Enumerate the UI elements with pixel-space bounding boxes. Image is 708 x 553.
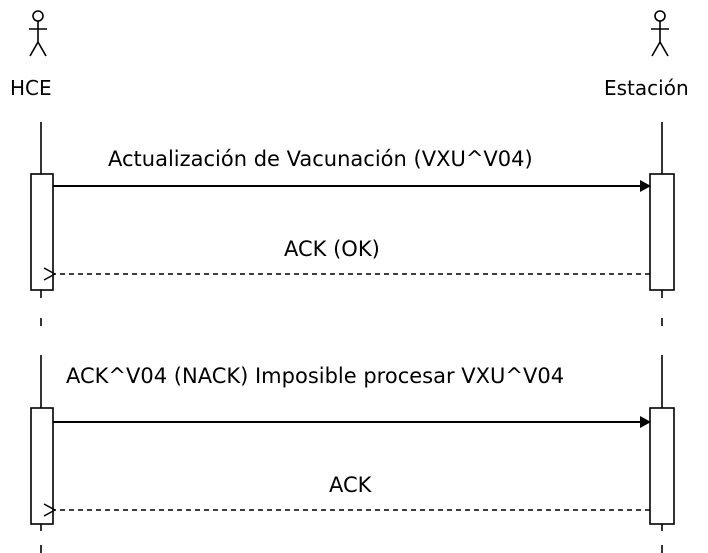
activation-box-estacion: [649, 407, 675, 525]
activation-box-hce: [30, 173, 54, 291]
stick-figure-icon: [651, 10, 669, 57]
actor-name-hce: HCE: [10, 76, 52, 100]
activation-box-estacion: [649, 173, 675, 291]
stick-figure-icon: [29, 10, 47, 57]
activation-box-hce: [30, 407, 54, 525]
message-label: ACK: [329, 473, 372, 497]
actor-name-estacion: Estación: [604, 76, 689, 100]
message-label: ACK^V04 (NACK) Imposible procesar VXU^V0…: [66, 364, 565, 388]
message-label: Actualización de Vacunación (VXU^V04): [108, 147, 533, 171]
message-label: ACK (OK): [284, 237, 380, 261]
